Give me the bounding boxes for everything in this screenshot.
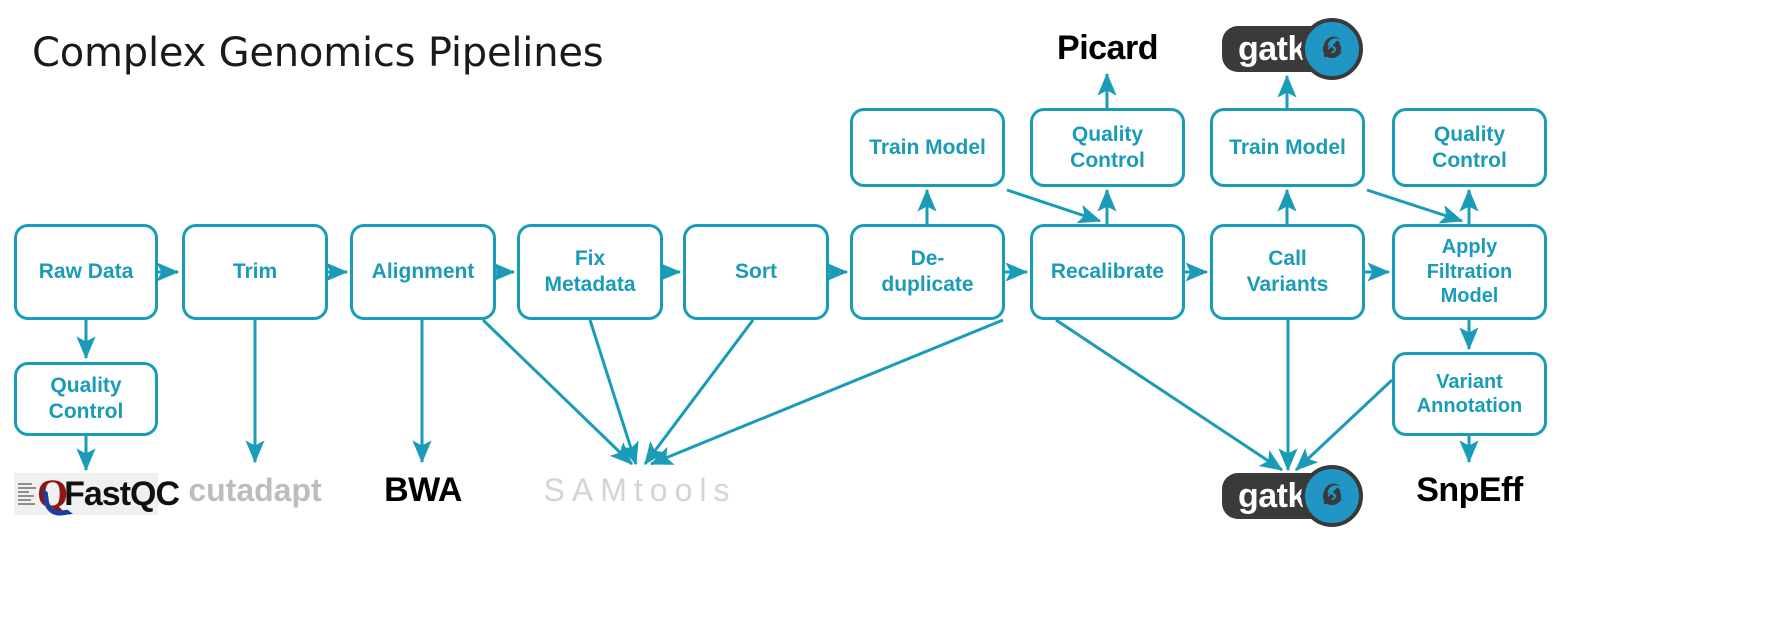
snpeff-label: SnpEff [1416,470,1523,509]
node-label: Trim [232,260,278,284]
fastqc-label: FastQC [64,475,180,513]
node-alignment[interactable]: Alignment [350,224,496,320]
fastqc-logo: Q FastQC [14,473,180,518]
node-sort[interactable]: Sort [683,224,829,320]
tool-label-picard: Picard [1030,26,1185,70]
picard-label: Picard [1057,28,1158,67]
edge-alignment-to-samtools [481,318,634,466]
gatk-wrench-icon [1301,465,1363,527]
node-label: Call Variants [1246,247,1329,296]
edge-fix-metadata-to-samtools [588,319,639,466]
node-label: Apply Filtration Model [1426,236,1513,308]
cutadapt-label: cutadapt [188,471,322,508]
bwa-label: BWA [384,470,462,509]
gatk-label: gatk [1238,30,1306,68]
node-variant-annotation[interactable]: Variant Annotation [1392,352,1547,436]
edge-deduplicate-to-samtools [649,318,1004,466]
node-label: Train Model [1229,135,1346,159]
node-label: De- duplicate [881,247,974,296]
edge-variant-annotation-to-gatk-bottom [1294,378,1394,472]
fastqc-q-icon: Q [37,474,73,518]
gatk-logo-top: gatk [1222,18,1363,80]
node-fix-metadata[interactable]: Fix Metadata [517,224,663,320]
node-label: Recalibrate [1050,260,1165,284]
gatk-label: gatk [1238,477,1306,515]
edge-sort-to-samtools [643,319,755,465]
node-label: Alignment [371,260,475,284]
tool-label-cutadapt: cutadapt [182,465,328,515]
node-apply-filtration-model[interactable]: Apply Filtration Model [1392,224,1547,320]
gatk-wrench-icon [1301,18,1363,80]
node-train-model-recalibrate[interactable]: Train Model [850,108,1005,187]
fastqc-bars-icon [18,483,36,505]
tool-label-samtools: SAMtools [530,465,750,515]
node-label: Quality Control [48,374,124,423]
node-label: Sort [735,260,777,284]
node-quality-control-filtration[interactable]: Quality Control [1392,108,1547,187]
edge-train-model-1-to-recalibrate [1006,188,1102,224]
node-raw-data[interactable]: Raw Data [14,224,158,320]
node-label: Fix Metadata [544,247,636,296]
node-deduplicate[interactable]: De- duplicate [850,224,1005,320]
node-label: Variant Annotation [1416,370,1523,417]
node-label: Quality Control [1432,122,1507,172]
samtools-label: SAMtools [543,471,737,508]
node-train-model-filtration[interactable]: Train Model [1210,108,1365,187]
node-trim[interactable]: Trim [182,224,328,320]
node-recalibrate[interactable]: Recalibrate [1030,224,1185,320]
node-quality-control-raw[interactable]: Quality Control [14,362,158,436]
node-quality-control-recalibrate[interactable]: Quality Control [1030,108,1185,187]
page-title: Complex Genomics Pipelines [32,30,604,76]
edge-recalibrate-to-gatk-bottom [1055,318,1283,472]
gatk-logo-bottom: gatk [1222,465,1363,527]
node-label: Train Model [869,135,986,159]
node-call-variants[interactable]: Call Variants [1210,224,1365,320]
tool-label-bwa: BWA [350,465,496,515]
edge-train-model-2-to-apply-filter [1366,188,1464,224]
tool-label-snpeff: SnpEff [1392,465,1547,515]
node-label: Quality Control [1070,122,1145,172]
node-label: Raw Data [38,260,134,284]
